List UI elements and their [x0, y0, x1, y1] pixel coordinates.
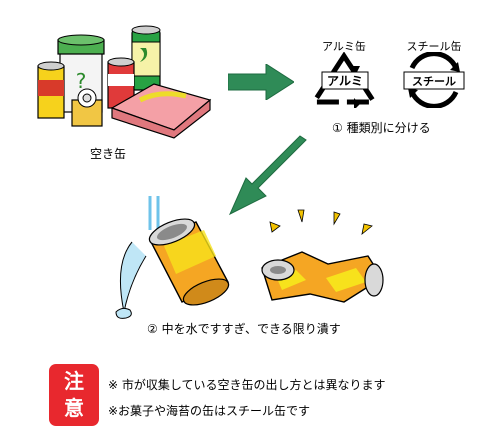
empty-cans-illustration: ? — [37, 25, 212, 139]
water-stream — [115, 196, 160, 319]
crushed-cans-illustration — [261, 209, 384, 303]
green-tea-can — [131, 25, 161, 91]
aluminum-symbol-text: アルミ — [327, 74, 363, 88]
notice-badge-top: 注 — [64, 369, 84, 393]
diagonal-arrow — [228, 135, 307, 216]
notice-line-1: ※ 市が収集している空き缶の出し方とは異なります — [108, 378, 386, 392]
step1-caption: ① 種類別に分ける — [332, 121, 431, 135]
notice-badge: 注 意 — [49, 364, 99, 426]
step2-caption: ② 中を水ですすぎ、できる限り潰す — [147, 322, 341, 336]
cans-caption: 空き缶 — [90, 147, 127, 161]
orange-can — [148, 218, 230, 306]
notice-badge-bottom: 意 — [64, 396, 84, 420]
crushed-can — [261, 251, 384, 303]
small-tin-can — [71, 88, 103, 127]
snack-tin — [110, 83, 212, 139]
svg-text:?: ? — [76, 69, 87, 93]
aluminum-label: アルミ缶 — [322, 40, 366, 53]
notice-line-2: ※お菓子や海苔の缶はスチール缶です — [108, 404, 311, 418]
steel-symbol-text: スチール — [412, 75, 456, 88]
white-drink-can: ? — [57, 34, 105, 113]
yellow-can — [37, 61, 65, 119]
right-arrow — [228, 64, 294, 100]
steel-label: スチール缶 — [406, 40, 462, 53]
aluminum-recycle-icon: アルミ — [309, 52, 379, 108]
steel-recycle-icon: スチール — [403, 52, 465, 108]
impact-marks — [269, 209, 373, 235]
rinsing-can-illustration — [115, 196, 230, 319]
